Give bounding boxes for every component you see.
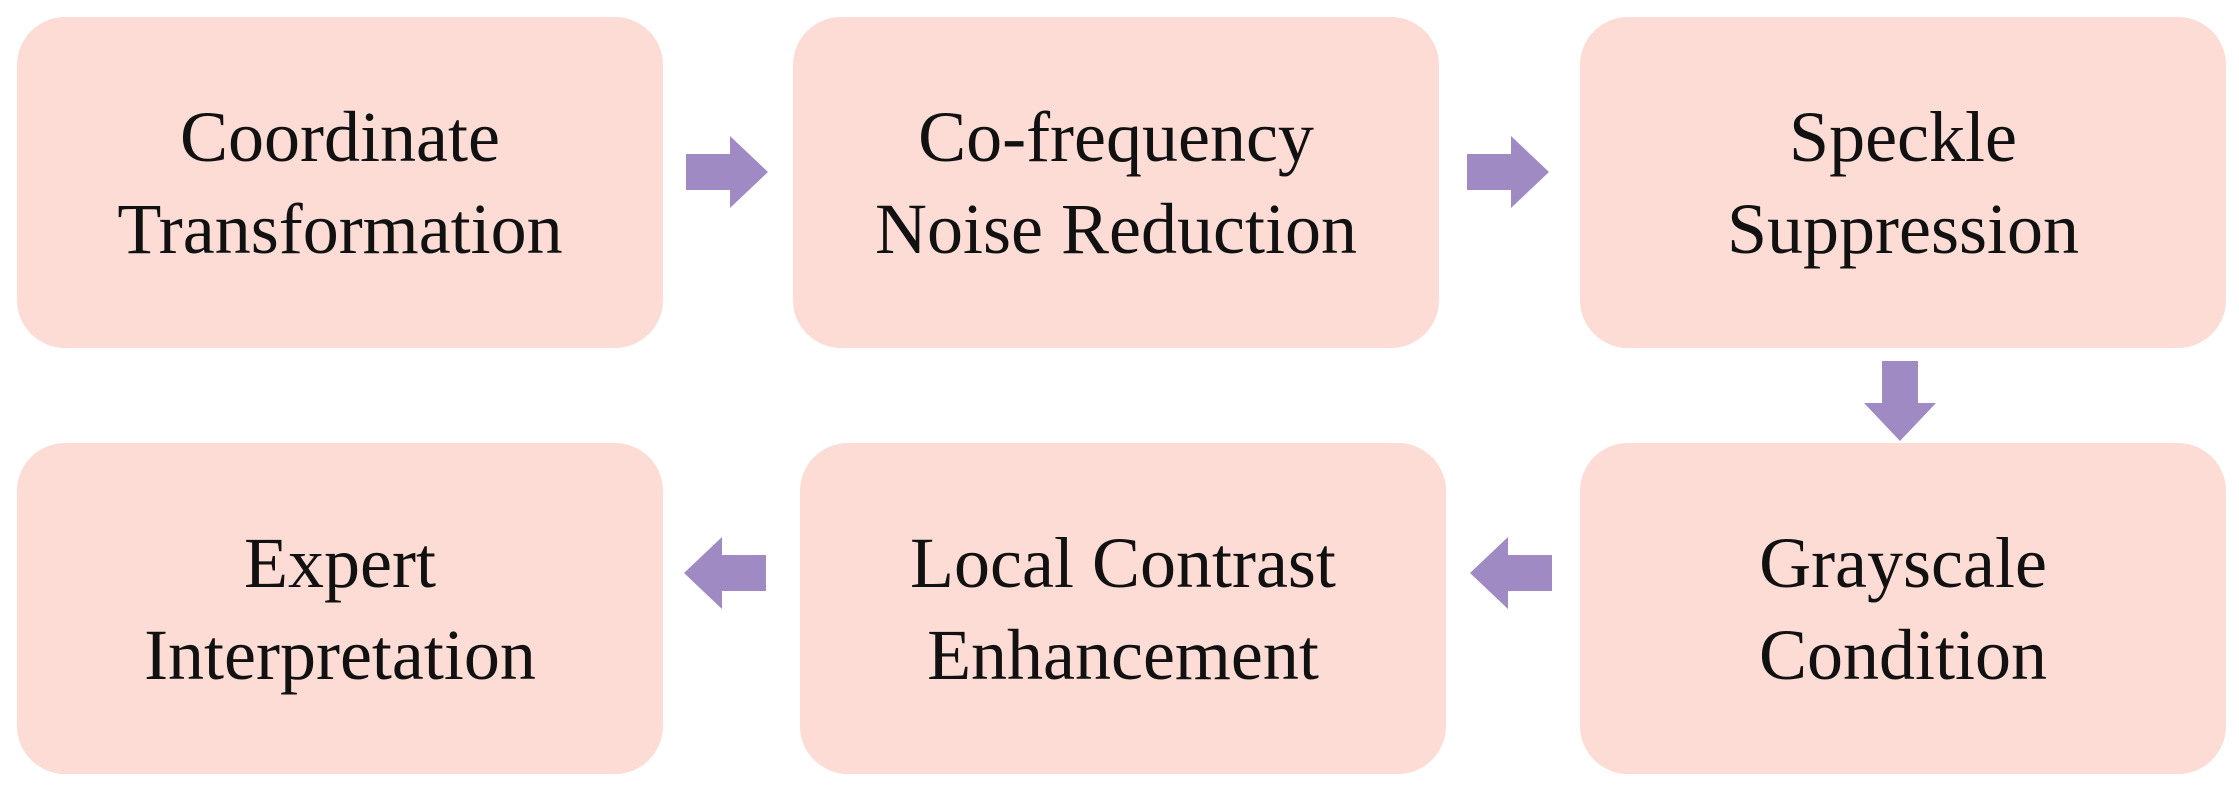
step-local-contrast-enhancement: Local Contrast Enhancement bbox=[800, 443, 1446, 774]
step-label: Co-frequency Noise Reduction bbox=[875, 96, 1357, 269]
arrow-left-icon bbox=[1470, 537, 1552, 609]
step-coordinate-transformation: Coordinate Transformation bbox=[17, 17, 663, 348]
arrow-right-icon bbox=[686, 136, 768, 208]
step-expert-interpretation: Expert Interpretation bbox=[17, 443, 663, 774]
step-label: Grayscale Condition bbox=[1758, 522, 2048, 695]
step-grayscale-condition: Grayscale Condition bbox=[1580, 443, 2226, 774]
step-label: Coordinate Transformation bbox=[117, 96, 563, 269]
step-speckle-suppression: Speckle Suppression bbox=[1580, 17, 2226, 348]
step-label: Expert Interpretation bbox=[144, 522, 536, 695]
arrow-left-icon bbox=[684, 537, 766, 609]
step-co-frequency-noise-reduction: Co-frequency Noise Reduction bbox=[793, 17, 1439, 348]
arrow-right-icon bbox=[1467, 136, 1549, 208]
arrow-down-icon bbox=[1864, 361, 1936, 441]
step-label: Local Contrast Enhancement bbox=[910, 522, 1336, 695]
step-label: Speckle Suppression bbox=[1726, 96, 2080, 269]
